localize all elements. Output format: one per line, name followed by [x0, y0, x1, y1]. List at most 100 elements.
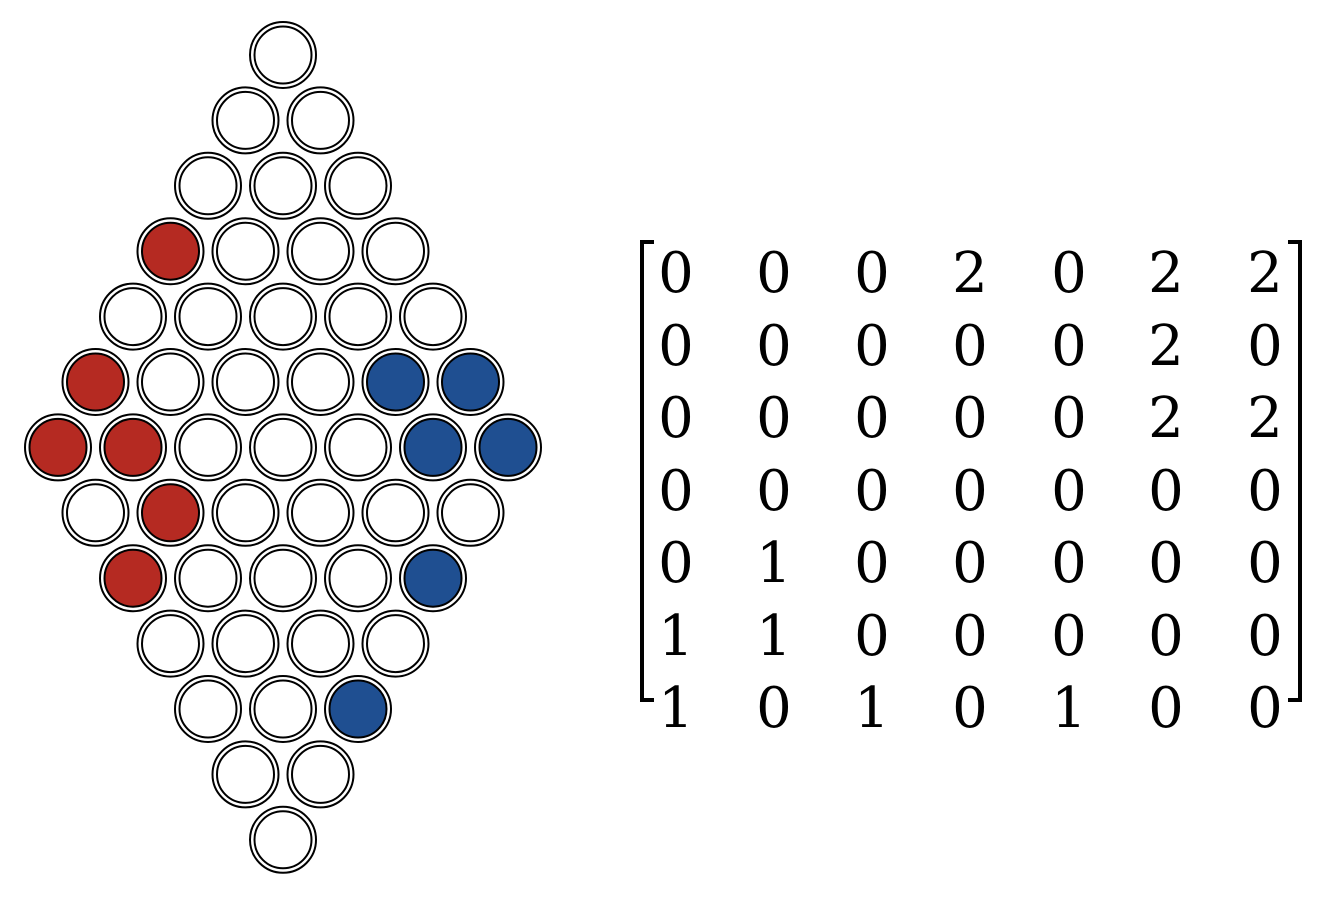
board-cell-r3-c0	[361, 217, 430, 286]
empty-cell	[253, 810, 313, 870]
matrix-cell: 0	[756, 386, 792, 451]
matrix-cell: 1	[756, 603, 792, 669]
matrix-cell: 2	[1148, 386, 1184, 451]
matrix-cell: 0	[854, 313, 890, 379]
empty-cell	[216, 614, 275, 674]
board-cell-r1-c0	[286, 86, 355, 155]
board-cell-r5-c5	[249, 675, 317, 743]
board-cell-r2-c3	[211, 348, 280, 416]
matrix-cell: 1	[854, 676, 890, 741]
board-cell-r4-c5	[211, 609, 280, 678]
hex-board	[24, 21, 542, 874]
board-cell-r0-c5	[61, 348, 130, 416]
board-cell-r5-c1	[399, 413, 467, 482]
empty-cell	[103, 287, 163, 347]
red-piece	[28, 417, 88, 477]
board-cell-r1-c3	[174, 282, 242, 351]
empty-cell	[178, 548, 238, 608]
matrix-cell: 0	[658, 241, 694, 306]
matrix-cell: 2	[1247, 386, 1283, 451]
matrix-cell: 0	[854, 458, 890, 524]
matrix-cell: 0	[1148, 676, 1184, 741]
matrix-cell: 0	[658, 313, 694, 379]
empty-cell	[328, 287, 388, 347]
matrix-cell: 0	[658, 386, 694, 451]
board-cell-r0-c2	[174, 151, 242, 220]
matrix-cell: 2	[1148, 241, 1184, 306]
empty-cell	[291, 352, 350, 412]
matrix-cell: 0	[952, 531, 988, 596]
matrix-cell: 1	[658, 603, 694, 669]
matrix-cell: 0	[1148, 458, 1184, 524]
matrix-cell: 0	[1148, 531, 1184, 596]
board-cell-r4-c4	[249, 544, 317, 613]
matrix-cell: 0	[854, 386, 890, 451]
board-cell-r1-c6	[61, 478, 130, 547]
board-cell-r6-c3	[361, 609, 430, 678]
board-cell-r3-c2	[286, 348, 355, 416]
empty-cell	[291, 483, 350, 543]
empty-cell	[328, 417, 388, 477]
board-cell-r3-c1	[324, 282, 392, 351]
board-cell-r1-c1	[249, 151, 317, 220]
matrix-cell: 0	[1247, 458, 1283, 524]
matrix-cell: 0	[1247, 603, 1283, 669]
matrix-cell: 2	[1247, 241, 1283, 306]
empty-cell	[178, 417, 238, 477]
board-cell-r3-c6	[136, 609, 205, 678]
matrix-cell: 0	[952, 458, 988, 524]
board-cell-r4-c0	[399, 282, 467, 351]
empty-cell	[366, 221, 425, 281]
board-cell-r6-c0	[474, 413, 542, 482]
empty-cell	[141, 614, 200, 674]
empty-cell	[253, 679, 313, 739]
matrix-cell: 0	[756, 676, 792, 741]
matrix-cell: 0	[952, 676, 988, 741]
board-cell-r1-c2	[211, 217, 280, 286]
empty-cell	[366, 614, 425, 674]
empty-cell	[178, 679, 238, 739]
board-cell-r4-c3	[286, 478, 355, 547]
matrix-cell: 2	[1148, 313, 1184, 379]
empty-cell	[291, 90, 350, 150]
blue-piece	[478, 417, 538, 477]
blue-piece	[328, 679, 388, 739]
board-cell-r2-c1	[286, 217, 355, 286]
board-cell-r0-c3	[136, 217, 205, 286]
empty-cell	[441, 483, 500, 543]
board-cell-r3-c5	[174, 544, 242, 613]
board-cell-r6-c5	[286, 740, 355, 809]
matrix-cell: 1	[756, 531, 792, 596]
red-piece	[66, 352, 125, 412]
empty-cell	[253, 417, 313, 477]
board-cell-r1-c4	[136, 348, 205, 416]
red-piece	[103, 548, 163, 608]
board-cell-r4-c6	[174, 675, 242, 743]
matrix-cell: 0	[1247, 531, 1283, 596]
board-cell-r6-c2	[399, 544, 467, 613]
board-cell-r5-c6	[211, 740, 280, 809]
empty-cell	[253, 156, 313, 216]
empty-cell	[216, 744, 275, 804]
matrix-cell: 0	[952, 386, 988, 451]
matrix-cell: 0	[756, 241, 792, 306]
matrix-cell: 0	[1051, 531, 1087, 596]
board-cell-r5-c3	[324, 544, 392, 613]
board-cell-r0-c1	[211, 86, 280, 155]
board-cell-r1-c5	[99, 413, 167, 482]
red-piece	[141, 221, 200, 281]
matrix-cell: 0	[854, 603, 890, 669]
red-piece	[103, 417, 163, 477]
matrix-cell: 1	[1051, 676, 1087, 741]
empty-cell	[216, 352, 275, 412]
matrix-cell: 0	[1051, 458, 1087, 524]
matrix-cell: 0	[854, 241, 890, 306]
empty-cell	[253, 25, 313, 85]
board-cell-r4-c2	[324, 413, 392, 482]
empty-cell	[328, 156, 388, 216]
matrix-cell: 0	[658, 458, 694, 524]
matrix-left-bracket	[640, 240, 654, 702]
board-cell-r3-c4	[211, 478, 280, 547]
blue-piece	[403, 417, 463, 477]
empty-cell	[403, 287, 463, 347]
